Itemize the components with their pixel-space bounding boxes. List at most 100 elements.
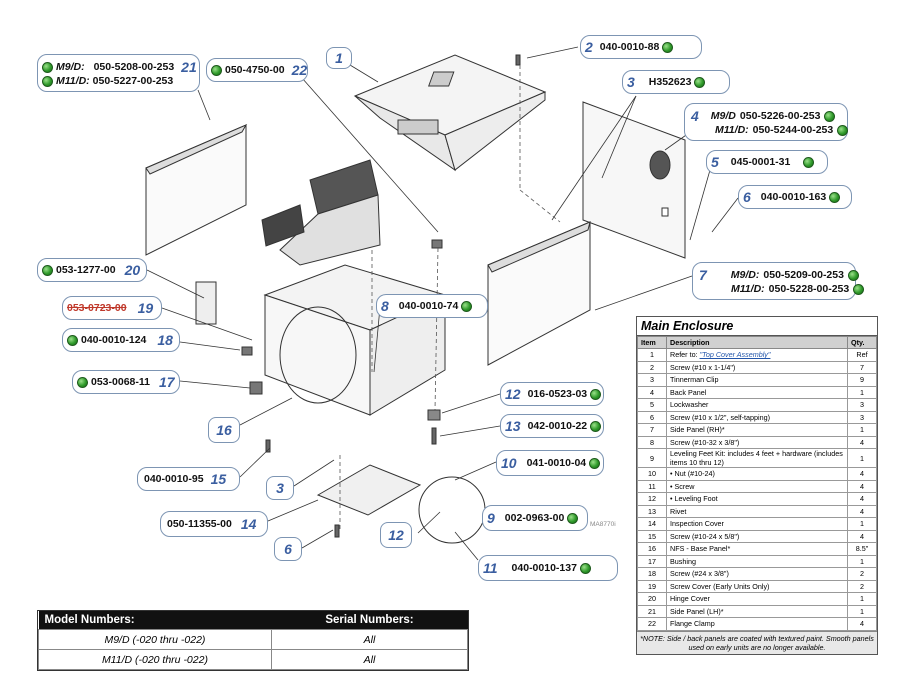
- qty-cell: 1: [847, 517, 877, 531]
- item-cell: 10: [637, 467, 667, 481]
- parts-table-note: *NOTE: Side / back panels are coated wit…: [637, 630, 877, 654]
- qty-cell: 4: [847, 529, 877, 543]
- callout-1: 1: [326, 47, 352, 69]
- qty-cell: 8.5": [847, 542, 877, 556]
- model-cell: M11/D (-020 thru -022): [38, 649, 272, 670]
- model-serial-table: Model Numbers: Serial Numbers: M9/D (-02…: [37, 610, 469, 671]
- item-cell: 9: [637, 448, 667, 468]
- qty-cell: 1: [847, 448, 877, 468]
- description-cell: Bushing: [666, 554, 848, 568]
- item-cell: 20: [637, 592, 667, 606]
- parts-table-title: Main Enclosure: [637, 317, 877, 336]
- item-cell: 7: [637, 423, 667, 437]
- status-dot-icon: [662, 41, 674, 53]
- table-row: M11/D (-020 thru -022) All: [38, 649, 469, 670]
- qty-cell: 2: [847, 579, 877, 593]
- serial-cell: All: [270, 649, 469, 670]
- status-dot-icon: [694, 76, 706, 88]
- back-panel-part: [582, 101, 686, 259]
- header-item: Item: [637, 336, 667, 349]
- status-dot-icon: [829, 191, 841, 203]
- item-cell: 21: [637, 604, 667, 618]
- side-panel-lh-part: [145, 123, 248, 256]
- qty-cell: Ref: [847, 348, 877, 362]
- item-cell: 12: [637, 492, 667, 506]
- side-panel-rh-part: [487, 221, 591, 366]
- status-dot-icon: [77, 376, 88, 388]
- qty-cell: 4: [847, 492, 877, 506]
- serial-cell: All: [270, 629, 469, 650]
- description-cell: Screw (#24 x 3/8"): [666, 567, 848, 581]
- item-cell: 15: [637, 529, 667, 543]
- description-cell: • Nut (#10-24): [666, 467, 848, 481]
- qty-cell: 9: [847, 373, 877, 387]
- qty-cell: 4: [847, 479, 877, 493]
- inspection-cover-part: [316, 464, 422, 516]
- description-cell: Refer to: "Top Cover Assembly": [666, 348, 848, 362]
- status-dot-icon: [824, 110, 836, 122]
- item-cell: 14: [637, 517, 667, 531]
- qty-cell: 2: [847, 567, 877, 581]
- qty-cell: 1: [847, 604, 877, 618]
- qty-cell: 4: [847, 504, 877, 518]
- qty-cell: 4: [847, 467, 877, 481]
- description-cell: Side Panel (LH)*: [666, 604, 848, 618]
- description-cell: Screw Cover (Early Units Only): [666, 579, 848, 593]
- status-dot-icon: [42, 264, 53, 276]
- description-cell: Screw (#10 x 1-1/4"): [666, 360, 848, 374]
- qty-cell: 4: [847, 617, 877, 631]
- status-dot-icon: [803, 156, 815, 168]
- header-description: Description: [666, 336, 848, 349]
- status-dot-icon: [211, 64, 222, 76]
- qty-cell: 3: [847, 410, 877, 424]
- description-cell: Screw (#10-32 x 3/8"): [666, 435, 848, 449]
- item-cell: 8: [637, 435, 667, 449]
- qty-cell: 7: [847, 360, 877, 374]
- qty-cell: 3: [847, 398, 877, 412]
- description-cell: Side Panel (RH)*: [666, 423, 848, 437]
- model-cell: M9/D (-020 thru -022): [38, 629, 272, 650]
- description-cell: Inspection Cover: [666, 517, 848, 531]
- description-cell: Screw (#10-24 x 5/8"): [666, 529, 848, 543]
- callout-16: 16: [208, 417, 240, 443]
- base-frame-part: [195, 264, 447, 416]
- item-cell: 17: [637, 554, 667, 568]
- status-dot-icon: [42, 61, 53, 73]
- top-cover-assembly-link[interactable]: "Top Cover Assembly": [699, 350, 771, 360]
- leveling-foot-detail: [418, 476, 486, 544]
- status-dot-icon: [589, 457, 601, 469]
- table-row: 10• Nut (#10-24)4: [637, 467, 877, 481]
- item-cell: 2: [637, 360, 667, 374]
- callout-6-lower: 6: [274, 537, 302, 561]
- description-cell: Tinnerman Clip: [666, 373, 848, 387]
